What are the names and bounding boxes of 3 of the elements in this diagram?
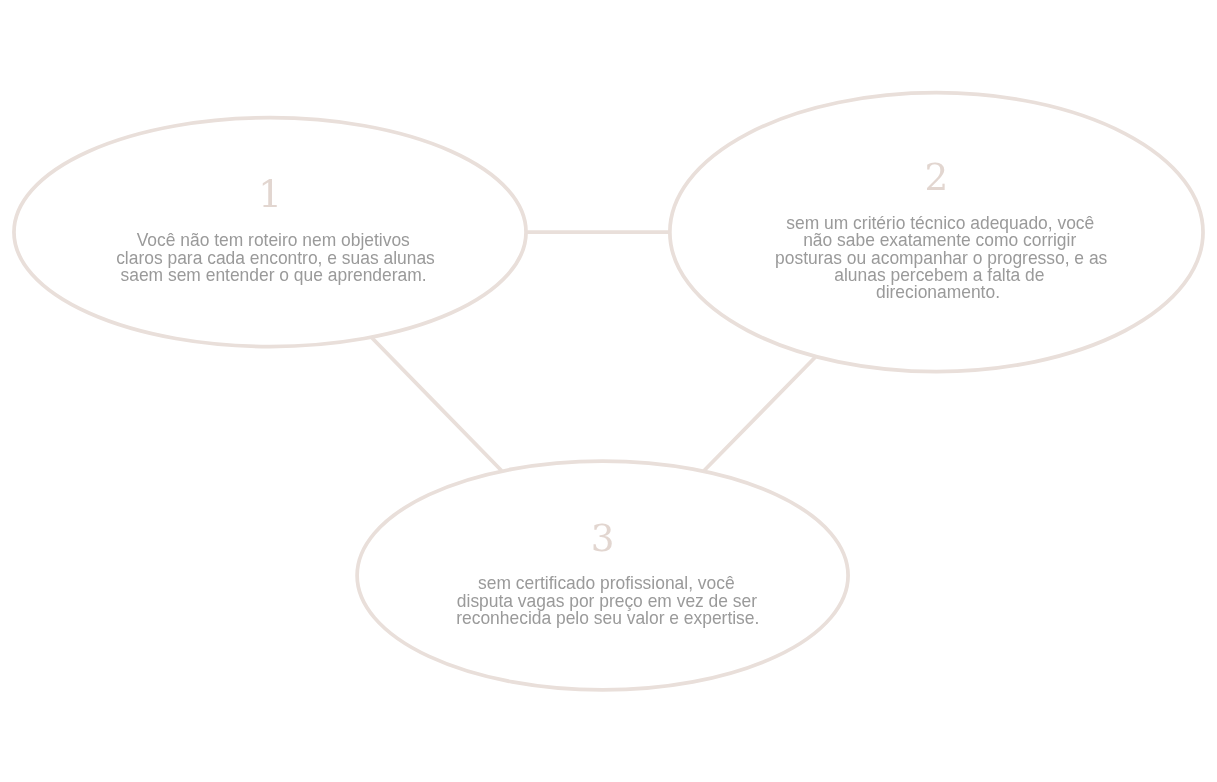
connector <box>526 229 670 234</box>
connector <box>702 354 818 472</box>
connector <box>370 335 503 472</box>
